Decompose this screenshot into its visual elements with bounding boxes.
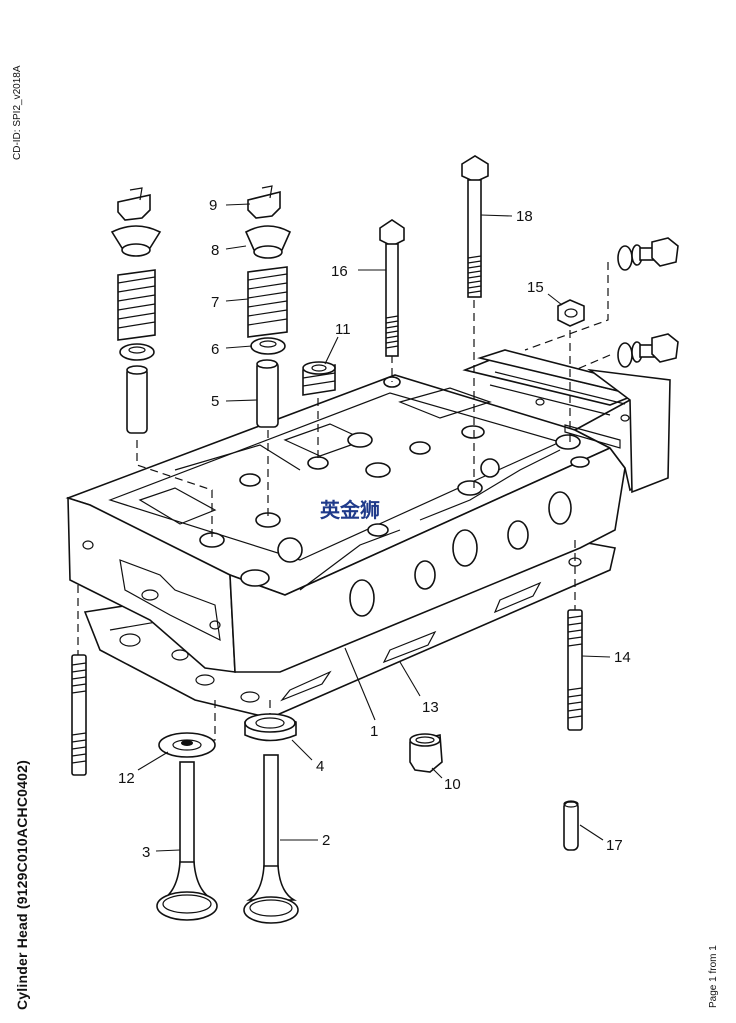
callout-11: 11	[335, 321, 351, 338]
callout-6: 6	[211, 341, 219, 358]
rear-cover-plates	[462, 349, 671, 494]
callout-13: 13	[422, 699, 439, 716]
valve-guide	[256, 361, 279, 428]
bolt-16	[379, 219, 405, 357]
cover-bolt-upper	[617, 237, 679, 271]
callout-9: 9	[209, 197, 217, 214]
valve-train-left	[110, 187, 162, 434]
assembly-lines	[77, 262, 611, 746]
valve-seat-4	[244, 713, 297, 742]
valve-collets	[247, 190, 281, 219]
plug	[302, 361, 336, 396]
callout-18: 18	[516, 208, 533, 225]
bolt-18	[461, 155, 489, 298]
callout-4: 4	[316, 758, 324, 775]
callout-16: 16	[331, 263, 348, 280]
callout-3: 3	[142, 844, 150, 861]
callout-17: 17	[606, 837, 623, 854]
callout-labels: 1 2 3 4 5 6 7 8 9 10 11 12 13 14 15 16 1…	[118, 197, 631, 861]
valve-3	[156, 761, 218, 921]
sleeve-10	[409, 733, 443, 773]
callout-15: 15	[527, 279, 544, 296]
nut-15	[557, 299, 585, 327]
stud-left	[71, 654, 87, 776]
watermark: 英金狮	[320, 498, 380, 522]
callout-5: 5	[211, 393, 219, 410]
leader-lines	[137, 203, 611, 852]
callout-10: 10	[444, 776, 461, 793]
callout-1: 1	[370, 723, 378, 740]
callout-2: 2	[322, 832, 330, 849]
callout-14: 14	[614, 649, 631, 666]
callout-7: 7	[211, 294, 219, 311]
valve-seat-12	[158, 732, 216, 758]
valve-train-right	[244, 185, 292, 428]
callout-12: 12	[118, 770, 135, 787]
cover-bolt-lower	[617, 333, 679, 368]
callout-8: 8	[211, 242, 219, 259]
valve-2	[243, 754, 299, 924]
stud-14	[567, 609, 583, 731]
dowel-pin-17	[563, 800, 579, 851]
